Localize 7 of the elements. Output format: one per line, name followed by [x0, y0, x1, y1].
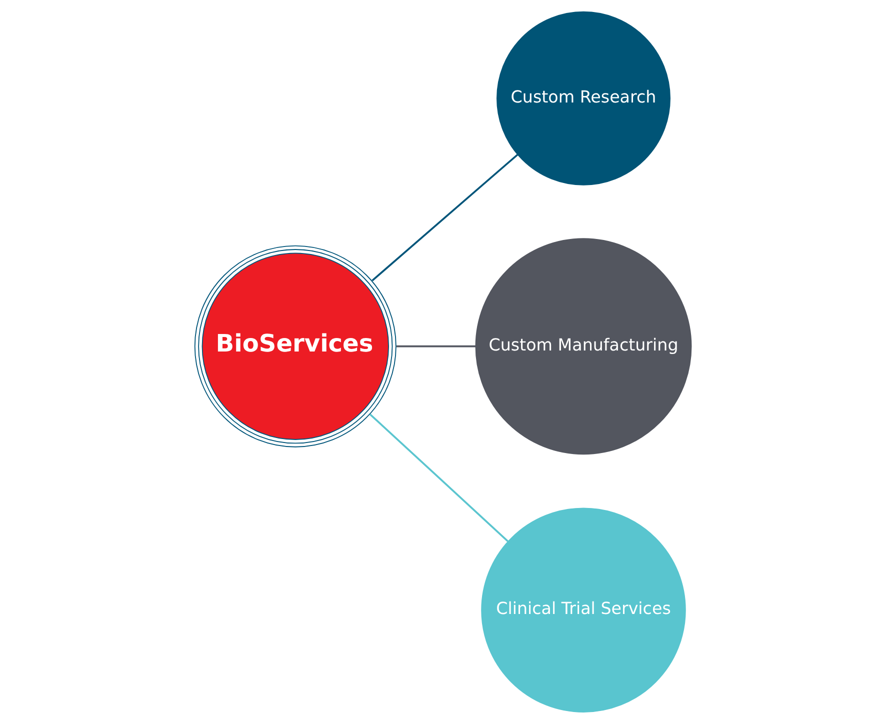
node-circle: Clinical Trial Services: [480, 508, 686, 712]
node-circle: BioServices: [194, 245, 396, 448]
connector: [371, 154, 518, 282]
connector: [396, 345, 476, 348]
connector: [368, 414, 508, 542]
node-circle: Custom Manufacturing: [474, 238, 692, 455]
node-circle: Custom Research: [496, 11, 670, 186]
